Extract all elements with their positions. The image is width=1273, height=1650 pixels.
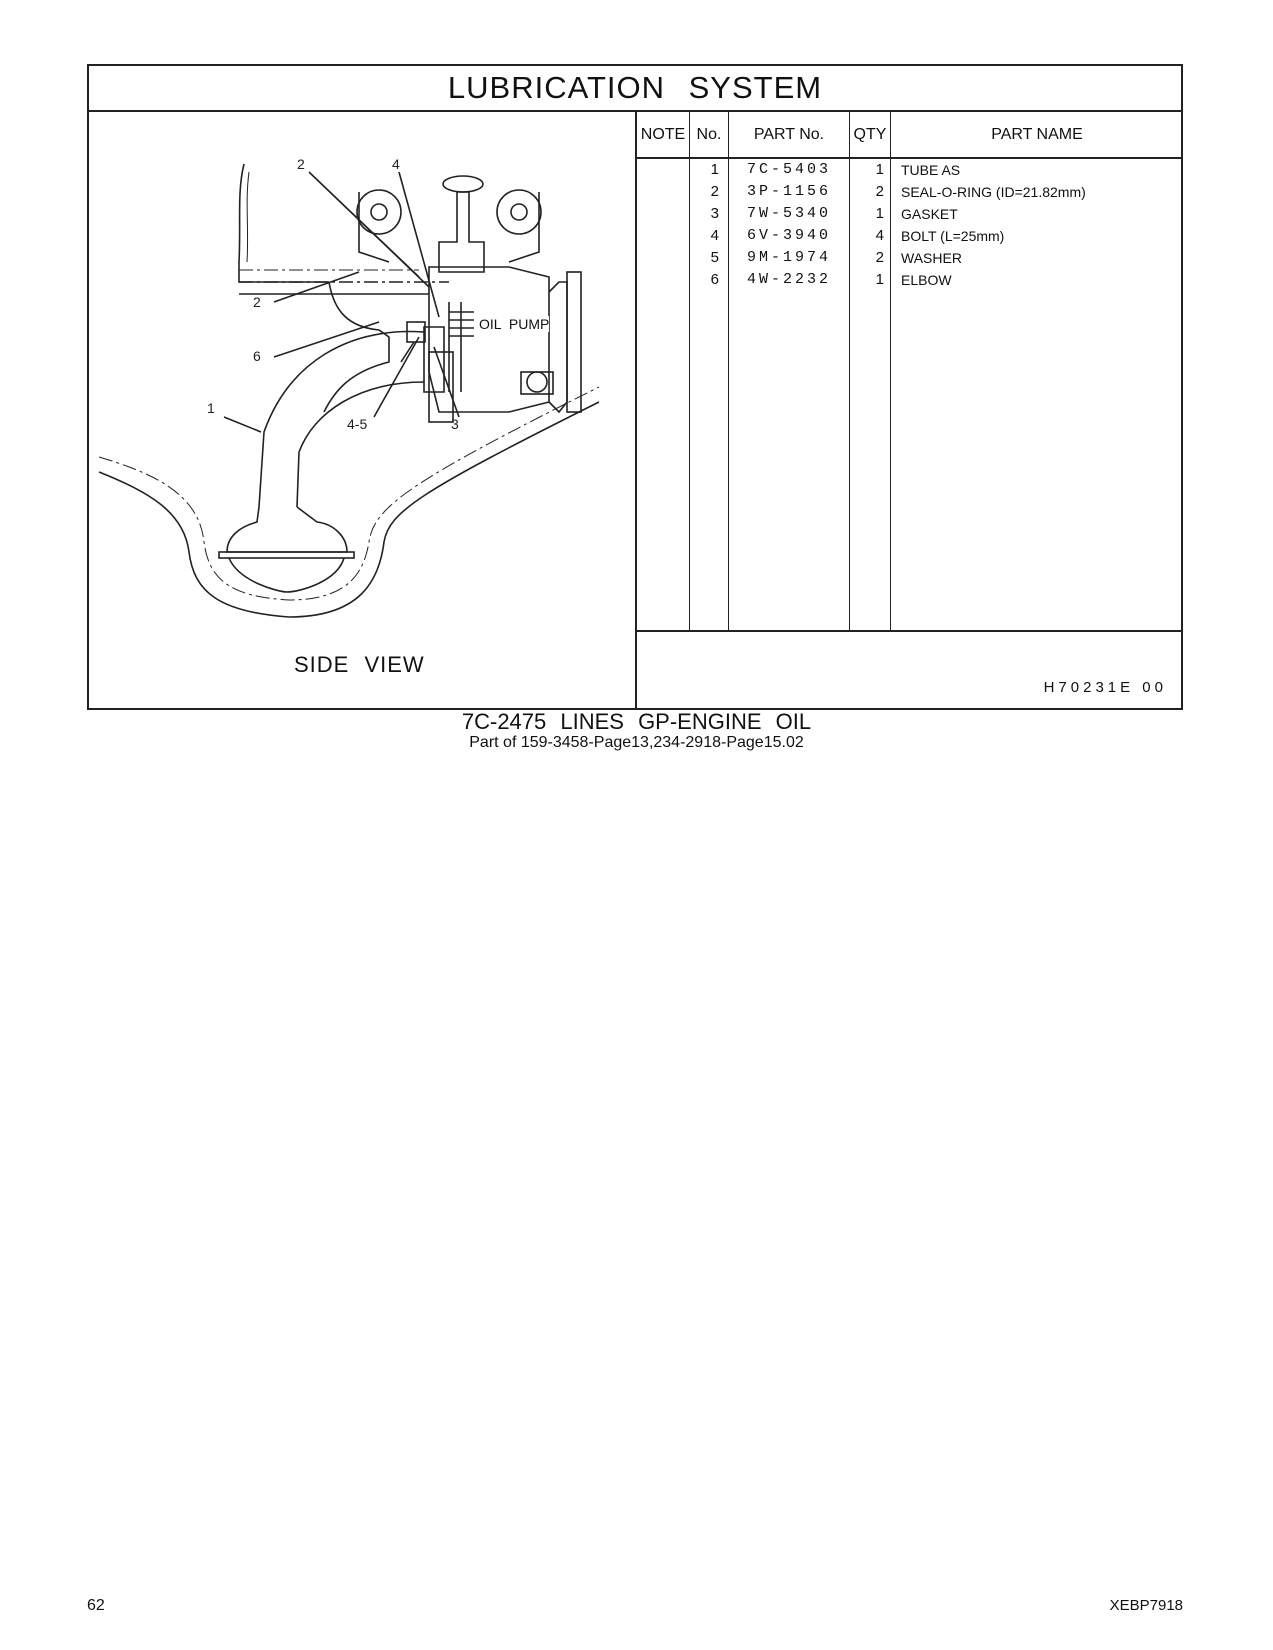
header-part-no: PART No. [728,112,850,159]
table-cell-no: 1 [710,161,719,178]
table-cell-qty: 1 [875,271,884,288]
table-cell-part-no: 9M-1974 [746,249,831,266]
no-column: 1 2 3 4 5 6 [689,158,729,632]
table-cell-part-no: 4W-2232 [746,271,831,288]
parts-table-header-row: NOTE No. PART No. QTY PART NAME [637,112,1183,159]
part-name-column: TUBE AS SEAL-O-RING (ID=21.82mm) GASKET … [891,158,1184,632]
callout-2-left: 2 [253,294,261,310]
table-cell-qty: 1 [875,161,884,178]
table-cell-part-name: BOLT (L=25mm) [901,228,1005,244]
table-cell-part-name: SEAL-O-RING (ID=21.82mm) [901,184,1086,200]
parts-table: NOTE No. PART No. QTY PART NAME 1 2 3 4 … [637,112,1183,632]
table-cell-no: 2 [710,183,719,200]
parts-list-pane: NOTE No. PART No. QTY PART NAME 1 2 3 4 … [637,112,1183,708]
table-cell-no: 4 [710,227,719,244]
part-no-column: 7C-5403 3P-1156 7W-5340 6V-3940 9M-1974 … [728,158,850,632]
qty-column: 1 2 1 4 2 1 [849,158,891,632]
table-cell-part-name: GASKET [901,206,958,222]
table-cell-part-no: 3P-1156 [746,183,831,200]
header-part-name: PART NAME [890,112,1183,159]
parts-table-body: 1 2 3 4 5 6 7C-5403 3P-1156 7W-5340 6V-3… [637,158,1183,632]
table-cell-part-name: ELBOW [901,272,952,288]
callout-1: 1 [207,400,215,416]
table-cell-no: 3 [710,205,719,222]
note-column [637,158,690,632]
parts-page-frame: LUBRICATION SYSTEM [87,64,1183,710]
oil-pump-side-view-illustration [98,163,600,618]
caption-title: 7C-2475 LINES GP-ENGINE OIL [461,709,812,734]
header-no: No. [689,112,729,159]
table-cell-part-no: 6V-3940 [746,227,831,244]
table-footer-area: H70231E 00 [637,630,1181,708]
caption-subtitle: Part of 159-3458-Page13,234-2918-Page15.… [469,734,804,751]
oil-pump-label: OIL PUMP [479,316,550,332]
header-qty: QTY [849,112,891,159]
table-cell-part-no: 7C-5403 [746,161,831,178]
header-note: NOTE [637,112,690,159]
table-cell-qty: 2 [875,183,884,200]
callout-6: 6 [253,348,261,364]
callout-4-5: 4-5 [347,416,368,432]
table-cell-no: 5 [710,249,719,266]
exploded-drawing: 2 4 2 6 1 4-5 3 OIL PUMP SIDE VIEW [89,112,637,708]
page-number: 62 [87,1597,105,1614]
table-cell-qty: 1 [875,205,884,222]
title-band: LUBRICATION SYSTEM [89,66,1181,112]
callout-3: 3 [451,416,459,432]
table-cell-no: 6 [710,271,719,288]
table-cell-part-no: 7W-5340 [746,205,831,222]
table-cell-qty: 2 [875,249,884,266]
drawing-code: H70231E 00 [1043,679,1167,696]
document-code: XEBP7918 [1109,1597,1183,1614]
page-title: LUBRICATION SYSTEM [447,70,823,105]
callout-2-top: 2 [297,156,305,172]
table-cell-part-name: WASHER [901,250,962,266]
table-cell-part-name: TUBE AS [901,162,961,178]
side-view-label: SIDE VIEW [294,652,425,677]
table-cell-qty: 4 [875,227,884,244]
callout-4: 4 [392,156,400,172]
